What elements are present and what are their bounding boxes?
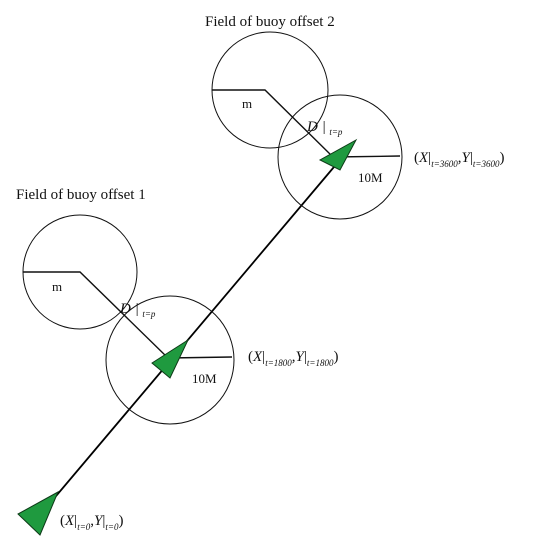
svg-text:D | t=p: D | t=p (119, 301, 156, 319)
d-sub-1: t=p (142, 309, 156, 319)
m-label-1: m (52, 279, 62, 294)
range-label-1: 10M (192, 371, 217, 386)
coord-label-t1800: (X|t=1800,Y|t=1800) (248, 349, 338, 368)
buoy-marker-start (17, 490, 60, 536)
range-label-2: 10M (358, 170, 383, 185)
m-label-2: m (242, 96, 252, 111)
d-label-1: D (119, 301, 131, 317)
trajectory-line (39, 147, 351, 516)
d-sub-2: t=p (329, 127, 343, 137)
svg-text:D | t=p: D | t=p (306, 119, 343, 137)
range-circle-1 (105, 295, 235, 425)
buoy-marker-2 (318, 138, 358, 171)
buoy-marker-1 (151, 338, 190, 379)
coord-label-t0: (X|t=0,Y|t=0) (60, 513, 123, 532)
field-title-1: Field of buoy offset 1 (16, 187, 146, 203)
coord-label-t3600: (X|t=3600,Y|t=3600) (414, 150, 504, 169)
range-circle-2 (277, 94, 403, 220)
d-label-2: D (306, 119, 318, 135)
offset-vector-2 (212, 89, 334, 158)
offset-vector-1 (23, 271, 169, 359)
field-title-2: Field of buoy offset 2 (205, 14, 335, 30)
